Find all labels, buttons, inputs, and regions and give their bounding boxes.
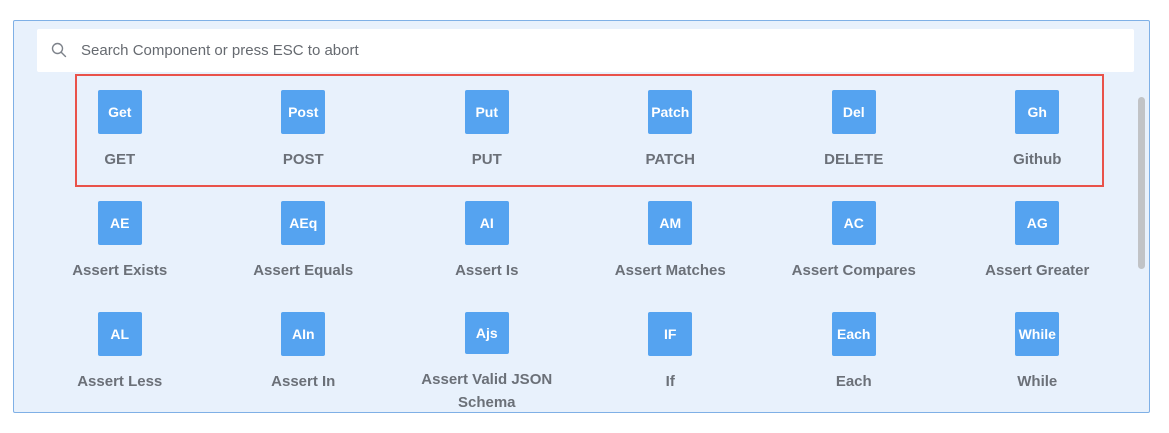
component-label: Assert Valid JSON Schema xyxy=(421,371,553,411)
component-github[interactable]: Gh Github xyxy=(946,81,1130,192)
component-assert-compares[interactable]: AC Assert Compares xyxy=(762,192,946,303)
component-while[interactable]: While While xyxy=(946,303,1130,412)
component-row-control: AL Assert Less AIn Assert In Ajs Assert … xyxy=(28,303,1130,412)
component-if[interactable]: IF If xyxy=(579,303,763,412)
component-label: Assert Is xyxy=(455,262,519,279)
component-label: PUT xyxy=(471,151,502,168)
component-label: Assert Matches xyxy=(614,262,726,279)
component-tile: Post xyxy=(281,90,326,134)
component-label: Assert Exists xyxy=(72,262,168,279)
component-label: PATCH xyxy=(645,151,695,168)
component-patch[interactable]: Patch PATCH xyxy=(579,81,763,192)
component-tile: AL xyxy=(97,312,142,356)
component-delete[interactable]: Del DELETE xyxy=(762,81,946,192)
search-input[interactable] xyxy=(81,29,1121,72)
component-each[interactable]: Each Each xyxy=(762,303,946,412)
component-assert-equals[interactable]: AEq Assert Equals xyxy=(212,192,396,303)
component-assert-in[interactable]: AIn Assert In xyxy=(212,303,396,412)
component-tile: AEq xyxy=(281,201,326,245)
component-grid: Get GET Post POST Put PUT Patch PATCH De… xyxy=(28,81,1130,412)
component-label: Each xyxy=(835,373,872,390)
component-assert-matches[interactable]: AM Assert Matches xyxy=(579,192,763,303)
component-label: If xyxy=(665,373,675,390)
search-icon xyxy=(51,42,67,58)
component-picker-panel: Get GET Post POST Put PUT Patch PATCH De… xyxy=(13,20,1150,413)
component-label: Assert In xyxy=(271,373,336,390)
component-tile: Gh xyxy=(1015,90,1060,134)
component-tile: AE xyxy=(97,201,142,245)
component-tile: AIn xyxy=(281,312,326,356)
component-tile: AM xyxy=(648,201,693,245)
component-assert-valid-json-schema[interactable]: Ajs Assert Valid JSON Schema xyxy=(395,303,579,412)
component-label: Github xyxy=(1013,151,1062,168)
component-label: Assert Greater xyxy=(985,262,1090,279)
component-label: Assert Compares xyxy=(791,262,916,279)
component-label: POST xyxy=(282,151,324,168)
component-label: DELETE xyxy=(824,151,884,168)
component-tile: Patch xyxy=(648,90,693,134)
component-assert-is[interactable]: AI Assert Is xyxy=(395,192,579,303)
component-tile: AG xyxy=(1015,201,1060,245)
component-label: While xyxy=(1017,373,1058,390)
search-bar xyxy=(37,29,1134,72)
component-assert-greater[interactable]: AG Assert Greater xyxy=(946,192,1130,303)
component-post[interactable]: Post POST xyxy=(212,81,396,192)
component-label: Assert Equals xyxy=(253,262,354,279)
scrollbar-thumb[interactable] xyxy=(1138,97,1145,269)
component-assert-exists[interactable]: AE Assert Exists xyxy=(28,192,212,303)
component-row-assert: AE Assert Exists AEq Assert Equals AI As… xyxy=(28,192,1129,303)
component-assert-less[interactable]: AL Assert Less xyxy=(28,303,212,412)
component-row-http: Get GET Post POST Put PUT Patch PATCH De… xyxy=(28,81,1129,192)
component-tile: IF xyxy=(648,312,693,356)
component-get[interactable]: Get GET xyxy=(28,81,212,192)
component-tile: Get xyxy=(97,90,142,134)
component-tile: Del xyxy=(831,90,876,134)
component-label: Assert Less xyxy=(77,373,163,390)
component-label: GET xyxy=(104,151,136,168)
component-tile: Put xyxy=(464,90,509,134)
component-tile: AI xyxy=(464,201,509,245)
component-tile: Ajs xyxy=(464,312,509,354)
component-tile: AC xyxy=(831,201,876,245)
component-tile: Each xyxy=(831,312,876,356)
component-put[interactable]: Put PUT xyxy=(395,81,579,192)
component-tile: While xyxy=(1015,312,1060,356)
